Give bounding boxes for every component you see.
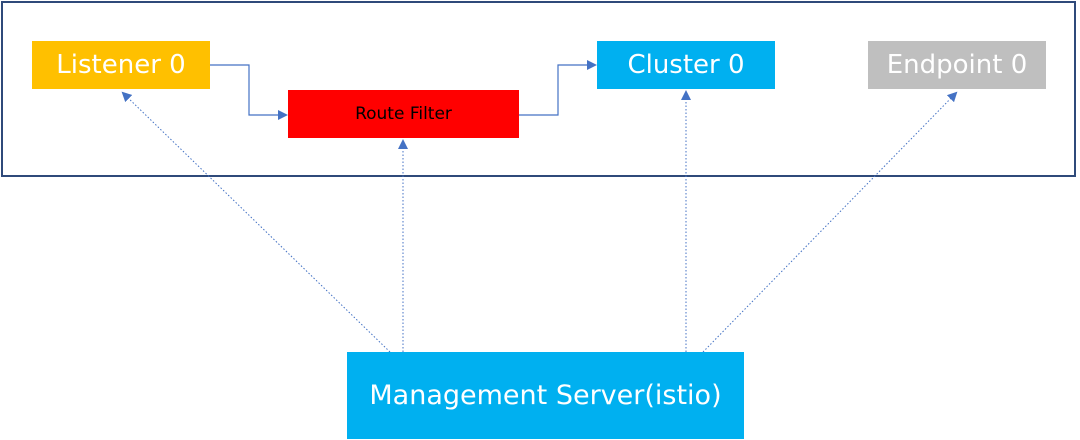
endpoint-label: Endpoint 0: [886, 50, 1028, 80]
route-filter-node: Route Filter: [288, 90, 519, 138]
route-filter-label: Route Filter: [355, 104, 452, 124]
cluster-label: Cluster 0: [627, 50, 745, 80]
endpoint-node: Endpoint 0: [868, 41, 1046, 89]
management-server-label: Management Server(istio): [369, 380, 722, 411]
cluster-node: Cluster 0: [597, 41, 775, 89]
listener-label: Listener 0: [56, 50, 186, 80]
management-server-node: Management Server(istio): [347, 352, 744, 439]
listener-node: Listener 0: [32, 41, 210, 89]
envoy-config-frame: [1, 1, 1076, 177]
